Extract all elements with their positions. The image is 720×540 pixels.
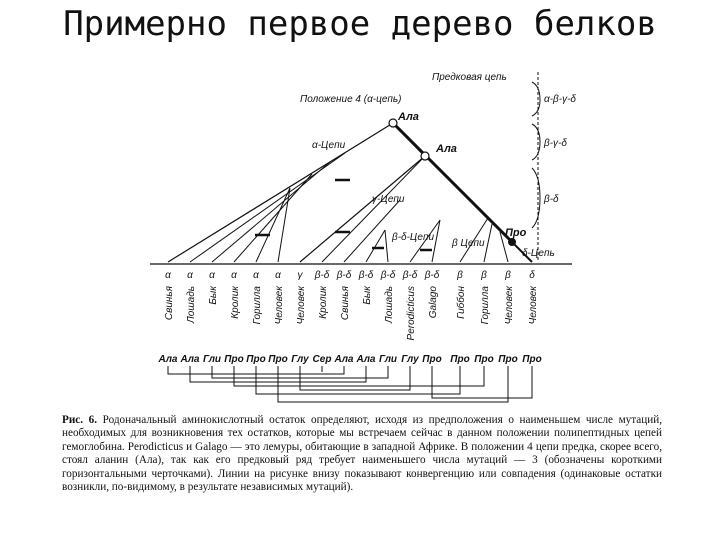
leaf-label: β-δ: [380, 270, 396, 281]
species-label: Perodicticus: [406, 286, 417, 340]
amino-acid-label: Про: [474, 354, 493, 365]
leaf-label: β: [480, 270, 487, 281]
amino-acid-label: Ала: [179, 354, 199, 365]
leaf-label: β-δ: [336, 270, 352, 281]
convergence-lines: [167, 366, 533, 403]
convergence-line: [277, 366, 509, 403]
amino-acid-label: Про: [224, 354, 243, 365]
convergence-line: [431, 366, 533, 399]
amino-acid-label: Про: [246, 354, 265, 365]
ala-top-label: Ала: [397, 111, 419, 123]
species-label: Galago: [428, 286, 439, 319]
species-label: Лошадь: [186, 286, 197, 324]
phylogenetic-tree-diagram: Предковая цепь Положение 4 (α-цепь) α-Це…: [150, 72, 576, 403]
caption-lead: Рис. 6.: [62, 414, 98, 426]
pro-label: Про: [505, 227, 527, 239]
species-labels: Свинья Лошадь Бык Кролик Горилла Человек Челов…: [164, 285, 539, 341]
ala-mid-label: Ала: [435, 143, 457, 155]
amino-acid-label: Ала: [333, 354, 353, 365]
caption-text: Родоначальный аминокислотный остаток опр…: [62, 414, 663, 494]
amino-acid-label: Глу: [401, 354, 419, 365]
leaf-label: β: [504, 270, 511, 281]
leaf-label: δ: [529, 270, 535, 281]
species-label: Человек: [528, 285, 539, 325]
right-label-1: α-β-γ-δ: [544, 94, 576, 105]
leaf-label: α: [253, 270, 259, 281]
species-label: Кролик: [230, 285, 241, 319]
leaf-label: α: [165, 270, 171, 281]
species-label: Кролик: [318, 285, 329, 319]
amino-acid-label: Про: [522, 354, 541, 365]
leaf-label: α: [187, 270, 193, 281]
leaf-label: β-δ: [358, 270, 374, 281]
leaf-label: γ: [298, 270, 304, 281]
species-label: Лошадь: [384, 286, 395, 324]
right-label-2: β-γ-δ: [543, 138, 567, 149]
species-label: Бык: [362, 285, 373, 305]
leaf-label: β: [456, 270, 463, 281]
amino-acid-label: Ала: [157, 354, 177, 365]
species-label: Горилла: [252, 286, 263, 325]
ancestral-chain-label: Предковая цепь: [432, 72, 507, 83]
leaf-labels: α α α α α α γ β-δ β-δ β-δ β-δ β-δ β-δ β β β δ: [165, 270, 535, 281]
species-label: Человек: [274, 285, 285, 325]
leaf-label: β-δ: [402, 270, 418, 281]
species-label: Бык: [208, 285, 219, 305]
beta-chains-label: β Цепи: [451, 238, 485, 249]
amino-acid-label: Про: [498, 354, 517, 365]
leaf-label: α: [275, 270, 281, 281]
convergence-line: [255, 366, 461, 395]
species-label: Человек: [296, 285, 307, 325]
amino-acid-label: Про: [268, 354, 287, 365]
delta-chain-label: δ-Цепь: [522, 248, 555, 259]
amino-acid-label: Гли: [379, 354, 397, 365]
species-label: Горилла: [480, 286, 491, 325]
species-label: Гиббон: [455, 286, 467, 319]
bd-chains-label: β-δ-Цепи: [391, 232, 434, 243]
figure-caption: Рис. 6. Родоначальный аминокислотный ост…: [62, 414, 662, 494]
amino-acid-label: Ала: [355, 354, 375, 365]
right-label-3: β-δ: [543, 194, 559, 205]
species-label: Человек: [504, 285, 515, 325]
gamma-chains-label: γ-Цепи: [372, 194, 405, 205]
position-label: Положение 4 (α-цепь): [300, 94, 402, 105]
leaf-label: β-δ: [314, 270, 330, 281]
leaf-label: β-δ: [424, 270, 440, 281]
amino-acid-label: Про: [422, 354, 441, 365]
leaf-label: α: [209, 270, 215, 281]
convergence-line: [299, 366, 411, 391]
amino-acid-label: Глу: [291, 354, 309, 365]
convergence-line: [189, 366, 367, 383]
amino-acid-label: Сер: [313, 354, 332, 365]
convergence-line: [233, 366, 485, 387]
alpha-chains-label: α-Цепи: [312, 140, 346, 151]
page-title: Примерно первое дерево белков: [63, 4, 657, 44]
convergence-line: [167, 366, 345, 375]
species-label: Свинья: [340, 285, 351, 320]
amino-acid-label: Про: [450, 354, 469, 365]
leaf-label: α: [231, 270, 237, 281]
amino-acid-label: Гли: [203, 354, 221, 365]
species-label: Свинья: [164, 285, 175, 320]
